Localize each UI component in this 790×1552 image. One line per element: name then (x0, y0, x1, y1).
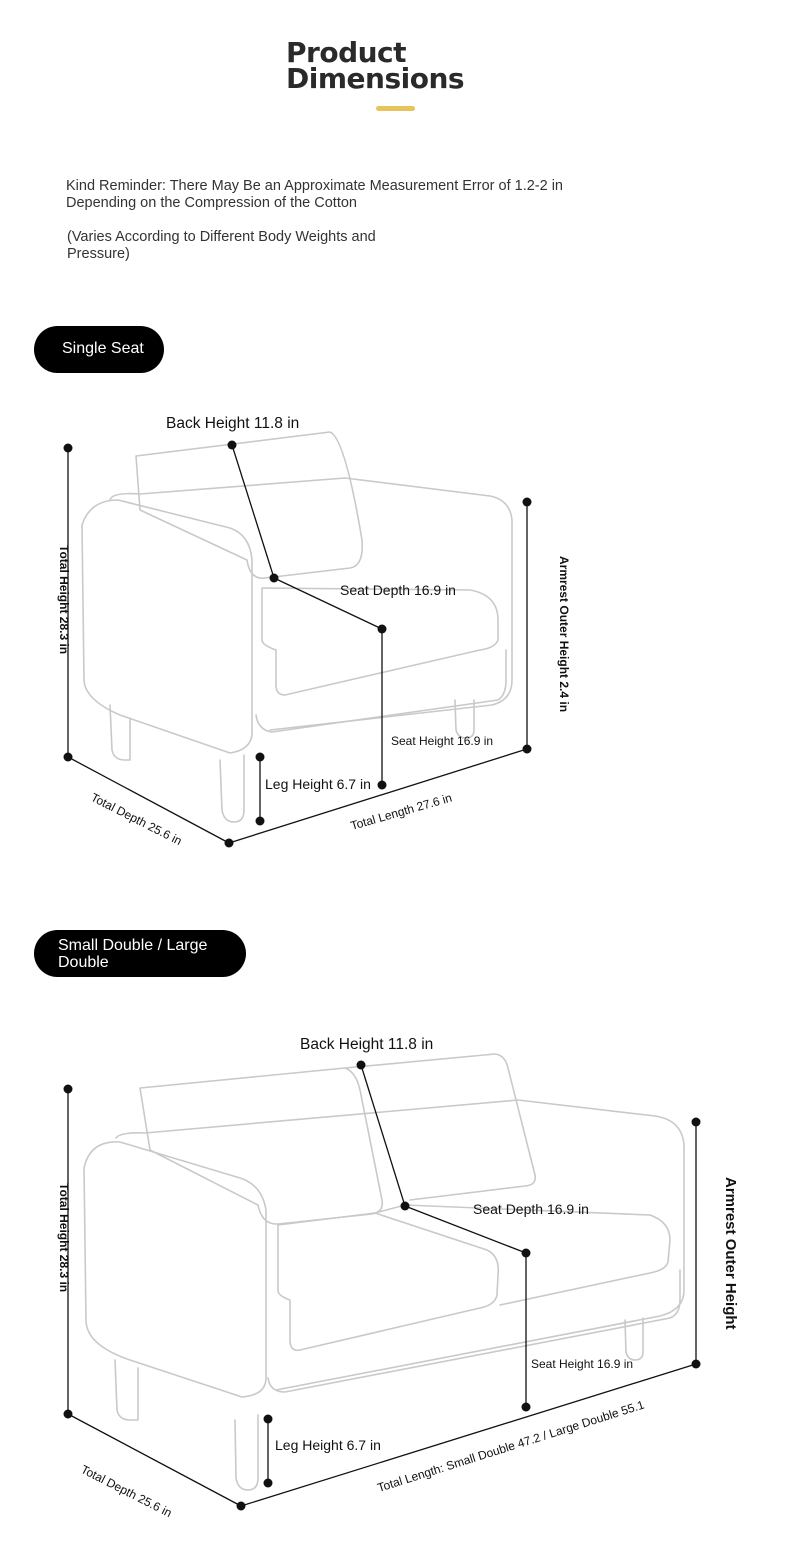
single-armrest-height-label: Armrest Outer Height 2.4 in (557, 556, 571, 712)
double-total-length-label: Total Length: Small Double 47.2 / Large … (376, 1398, 646, 1495)
double-seat-diagram: Back Height 11.8 in Seat Depth 16.9 in T… (57, 1036, 739, 1520)
single-total-height-label: Total Height 28.3 in (57, 545, 71, 654)
measurement-reminder: Kind Reminder: There May Be an Approxima… (66, 178, 563, 211)
title-accent-bar (376, 106, 415, 111)
single-seat-diagram: Back Height 11.8 in Seat Depth 16.9 in T… (57, 415, 571, 848)
single-sofa-outline (81, 431, 513, 823)
double-leg-height-label: Leg Height 6.7 in (275, 1437, 381, 1453)
double-seat-height-label: Seat Height 16.9 in (531, 1357, 633, 1371)
single-total-depth-label: Total Depth 25.6 in (89, 790, 185, 848)
single-seat-depth-label: Seat Depth 16.9 in (340, 582, 456, 598)
single-seat-badge-label: Single Seat (62, 340, 144, 357)
single-back-height-label: Back Height 11.8 in (166, 415, 299, 432)
double-dimension-lines (63, 1060, 701, 1511)
single-total-length-label: Total Length 27.6 in (349, 791, 454, 833)
double-seat-badge-label: Small Double / Large Double (58, 937, 208, 971)
double-seat-depth-label: Seat Depth 16.9 in (473, 1201, 589, 1217)
double-seat-badge: Small Double / Large Double (34, 930, 246, 977)
double-total-depth-label: Total Depth 25.6 in (79, 1462, 175, 1520)
title-line-2: Dimensions (286, 62, 465, 95)
single-leg-height-label: Leg Height 6.7 in (265, 776, 371, 792)
double-back-height-label: Back Height 11.8 in (300, 1036, 433, 1053)
page-title: Product Dimensions (286, 36, 526, 95)
double-total-height-label: Total Height 28.3 in (57, 1183, 71, 1292)
double-armrest-height-label: Armrest Outer Height (722, 1177, 739, 1330)
single-seat-height-label: Seat Height 16.9 in (391, 734, 493, 748)
double-sofa-outline (83, 1053, 685, 1491)
title-line-1: Product (286, 36, 407, 69)
weight-note: (Varies According to Different Body Weig… (67, 229, 376, 262)
single-dimension-lines (63, 440, 532, 848)
single-seat-badge: Single Seat (34, 326, 164, 373)
